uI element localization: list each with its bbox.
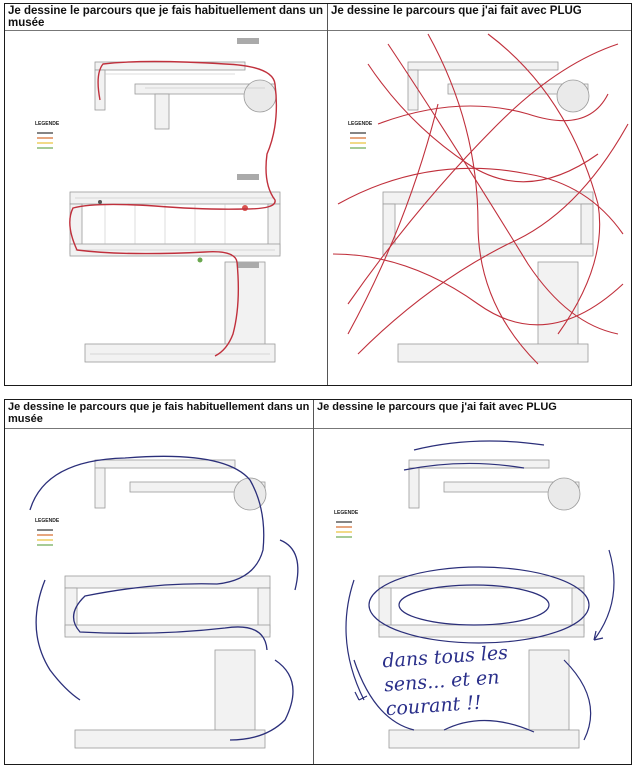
panel-plug-route: Je dessine le parcours que j'ai fait ave… [327,4,631,385]
panel-usual-route: Je dessine le parcours que je fais habit… [5,400,313,764]
panel-title: Je dessine le parcours que je fais habit… [8,401,310,425]
legend-title: LEGENDE [348,121,373,127]
legend-lines [37,529,53,546]
legend-title: LEGENDE [35,121,60,127]
panel-usual-route: Je dessine le parcours que je fais habit… [5,4,327,385]
legend-lines [37,132,53,149]
panel-title: Je dessine le parcours que j'ai fait ave… [331,5,582,17]
panel-plug-route: Je dessine le parcours que j'ai fait ave… [313,400,631,764]
plug-route-arrows [345,440,615,741]
title-divider [5,428,313,429]
plan-outline [64,459,271,749]
legend-lines [336,521,352,538]
museum-floor-plan [332,33,629,365]
plan-outline [69,61,281,363]
legend-title: LEGENDE [35,518,60,524]
legend-title: LEGENDE [334,510,359,516]
museum-floor-plan [37,38,281,363]
room-markers [98,38,259,268]
title-divider [5,30,327,31]
plug-route-scribbles [332,33,629,365]
title-divider [314,428,631,429]
museum-floor-plan [336,440,615,749]
survey-sheet-1: Je dessine le parcours que je fais habit… [4,3,632,386]
plan-outline [382,61,594,363]
title-divider [328,30,631,31]
usual-route-path [69,60,278,357]
handwritten-note: dans tous les sens... et en courant !! [382,641,512,722]
plan-interior-lines [75,73,275,355]
panel-title: Je dessine le parcours que je fais habit… [8,5,324,29]
usual-route-path [29,455,299,741]
legend-lines [350,132,366,149]
panel-title: Je dessine le parcours que j'ai fait ave… [317,401,557,413]
survey-sheet-2: Je dessine le parcours que je fais habit… [4,399,632,765]
museum-floor-plan [29,455,299,749]
